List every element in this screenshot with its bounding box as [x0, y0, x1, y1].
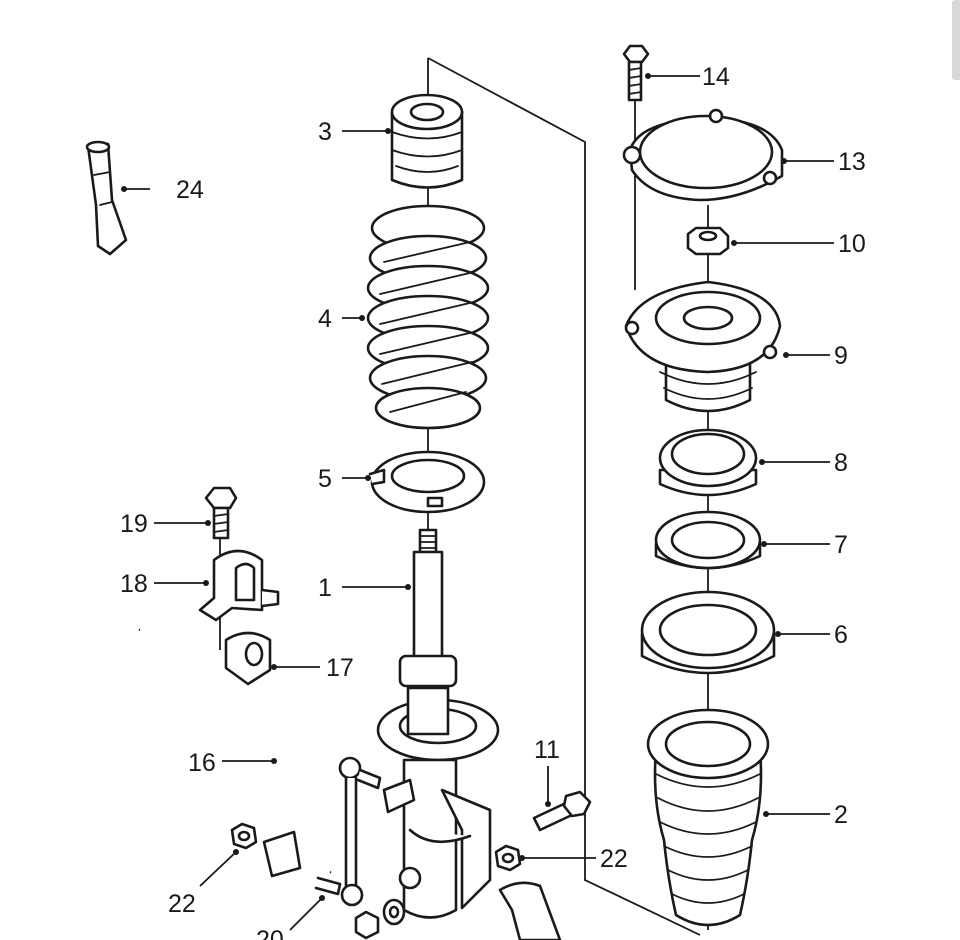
- part-19-drop-link: [314, 756, 382, 907]
- callout-labels: 3 4 5 1 24 19 18 17 16 22 20 11 22 20 22…: [120, 63, 866, 940]
- callout-6: 6: [834, 621, 848, 649]
- part-3-bump-stop: [390, 93, 464, 189]
- callout-19: 20: [256, 926, 284, 940]
- callout-24: 24: [176, 176, 204, 204]
- callout-11: 11: [534, 736, 560, 764]
- part-13-top-cover: [622, 108, 784, 202]
- part-10-nut: [686, 226, 730, 256]
- callout-4: 4: [318, 305, 332, 333]
- callout-17: 18: [120, 570, 148, 598]
- part-knuckle: [498, 881, 562, 940]
- part-20-nut: [230, 822, 258, 850]
- part-8-bearing: [658, 428, 758, 497]
- callout-1: 1: [318, 574, 332, 602]
- part-9-top-mount: [624, 280, 782, 413]
- part-11-bolt: [532, 790, 592, 832]
- leader-lines: [121, 73, 834, 931]
- part-4-coil-spring: [366, 204, 490, 430]
- callout-10: 10: [838, 230, 866, 258]
- part-1-strut: [376, 528, 500, 919]
- callout-13: 13: [838, 148, 866, 176]
- window-edge: [952, 0, 960, 80]
- part-2-dust-boot: [646, 708, 770, 927]
- part-24-sleeve: [85, 140, 128, 256]
- part-22-nut: [494, 844, 522, 872]
- callout-14: 14: [702, 63, 730, 91]
- callout-18: 19: [120, 510, 148, 538]
- callout-7: 7: [834, 531, 848, 559]
- part-14-bolt: [622, 44, 650, 102]
- callout-22-text: 22: [600, 845, 628, 873]
- part-5-spring-seat: [368, 450, 486, 514]
- part-18-bolt: [204, 486, 238, 540]
- callout-9: 9: [834, 342, 848, 370]
- callout-20: 22: [168, 890, 196, 918]
- part-15-stabiliser-bar: [138, 625, 332, 878]
- callout-16: 17: [326, 654, 354, 682]
- part-17-clamp: [198, 549, 280, 622]
- part-6-insulator: [640, 590, 776, 675]
- callout-3: 3: [318, 118, 332, 146]
- callout-15: 16: [188, 749, 216, 777]
- part-washers-lower: [354, 898, 406, 940]
- part-16-bush: [224, 631, 272, 686]
- part-7-seat: [654, 510, 762, 570]
- callout-2: 2: [834, 801, 848, 829]
- callout-5: 5: [318, 465, 332, 493]
- callout-8: 8: [834, 449, 848, 477]
